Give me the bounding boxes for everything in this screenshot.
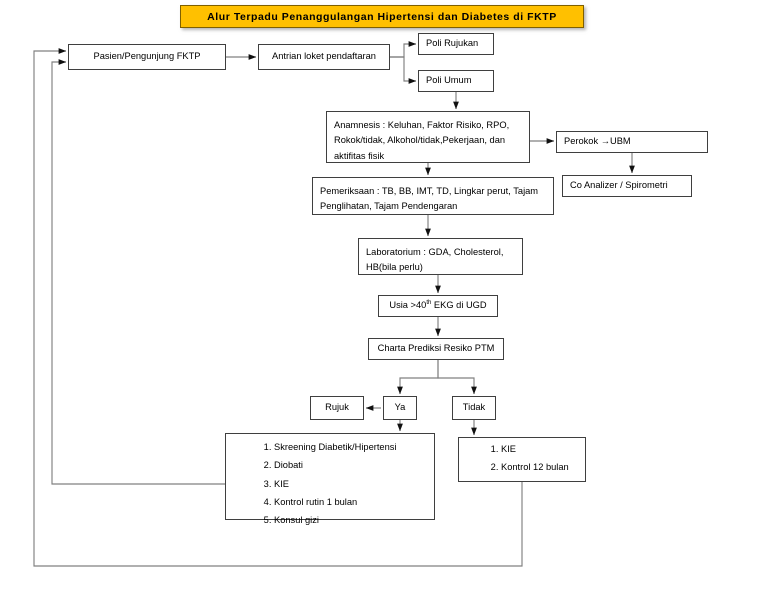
node-co-analizer-spirometri[interactable]: Co Analizer / Spirometri <box>562 175 692 197</box>
node-pemeriksaan[interactable]: Pemeriksaan : TB, BB, IMT, TD, Lingkar p… <box>312 177 554 215</box>
edge-antrian-polirujukan <box>390 41 417 58</box>
node-tidak[interactable]: Tidak <box>452 396 496 420</box>
list-item: Skreening Diabetik/Hipertensi <box>274 442 424 461</box>
node-label: Co Analizer / Spirometri <box>570 180 668 191</box>
node-label: Poli Rujukan <box>426 38 479 49</box>
node-charta-prediksi-resiko-ptm[interactable]: Charta Prediksi Resiko PTM <box>368 338 504 360</box>
node-label: Anamnesis : Keluhan, Faktor Risiko, RPO,… <box>334 120 510 161</box>
list-item: Diobati <box>274 461 424 479</box>
list-item: Kontrol 12 bulan <box>501 462 575 472</box>
node-anamnesis[interactable]: Anamnesis : Keluhan, Faktor Risiko, RPO,… <box>326 111 530 163</box>
edge-feedback-outer <box>33 48 523 567</box>
page-title-text: Alur Terpadu Penanggulangan Hipertensi d… <box>207 10 557 23</box>
node-label: Usia >40th EKG di UGD <box>389 300 487 311</box>
tindakan-tidak-items: KIEKontrol 12 bulan <box>483 444 575 473</box>
node-label: Tidak <box>462 402 486 413</box>
node-label: Pemeriksaan : TB, BB, IMT, TD, Lingkar p… <box>320 186 539 212</box>
page-title: Alur Terpadu Penanggulangan Hipertensi d… <box>180 5 584 28</box>
node-label: Charta Prediksi Resiko PTM <box>377 343 495 354</box>
node-rujuk[interactable]: Rujuk <box>310 396 364 420</box>
edge-feedback-inner <box>51 59 225 485</box>
list-item: KIE <box>501 444 575 463</box>
edge-charta-ya <box>397 360 439 395</box>
node-label: Pasien/Pengunjung FKTP <box>93 51 201 62</box>
node-label: Ya <box>394 402 406 413</box>
node-label: Rujuk <box>325 402 349 413</box>
node-label: Perokok →UBM <box>564 136 631 147</box>
node-laboratorium[interactable]: Laboratorium : GDA, Cholesterol, HB(bila… <box>358 238 523 275</box>
node-tindakan-tidak-list[interactable]: KIEKontrol 12 bulan <box>458 437 586 482</box>
node-pasien-pengunjung-fktp[interactable]: Pasien/Pengunjung FKTP <box>68 44 226 70</box>
node-usia-ekg-ugd[interactable]: Usia >40th EKG di UGD <box>378 295 498 317</box>
list-item: Konsul gizi <box>274 515 424 525</box>
node-perokok-ubm[interactable]: Perokok →UBM <box>556 131 708 153</box>
node-poli-rujukan[interactable]: Poli Rujukan <box>418 33 494 55</box>
list-item: Kontrol rutin 1 bulan <box>274 497 424 516</box>
node-label: Poli Umum <box>426 75 472 86</box>
node-tindakan-ya-list[interactable]: Skreening Diabetik/HipertensiDiobatiKIEK… <box>225 433 435 525</box>
node-label: Laboratorium : GDA, Cholesterol, HB(bila… <box>366 247 504 273</box>
list-item: KIE <box>274 479 424 498</box>
node-ya[interactable]: Ya <box>383 396 417 420</box>
edge-antrian-poliumum <box>390 56 417 84</box>
tindakan-ya-items: Skreening Diabetik/HipertensiDiobatiKIEK… <box>256 442 424 525</box>
node-poli-umum[interactable]: Poli Umum <box>418 70 494 92</box>
edge-charta-tidak <box>437 360 477 395</box>
node-antrian-loket-pendaftaran[interactable]: Antrian loket pendaftaran <box>258 44 390 70</box>
node-label: Antrian loket pendaftaran <box>272 51 376 62</box>
